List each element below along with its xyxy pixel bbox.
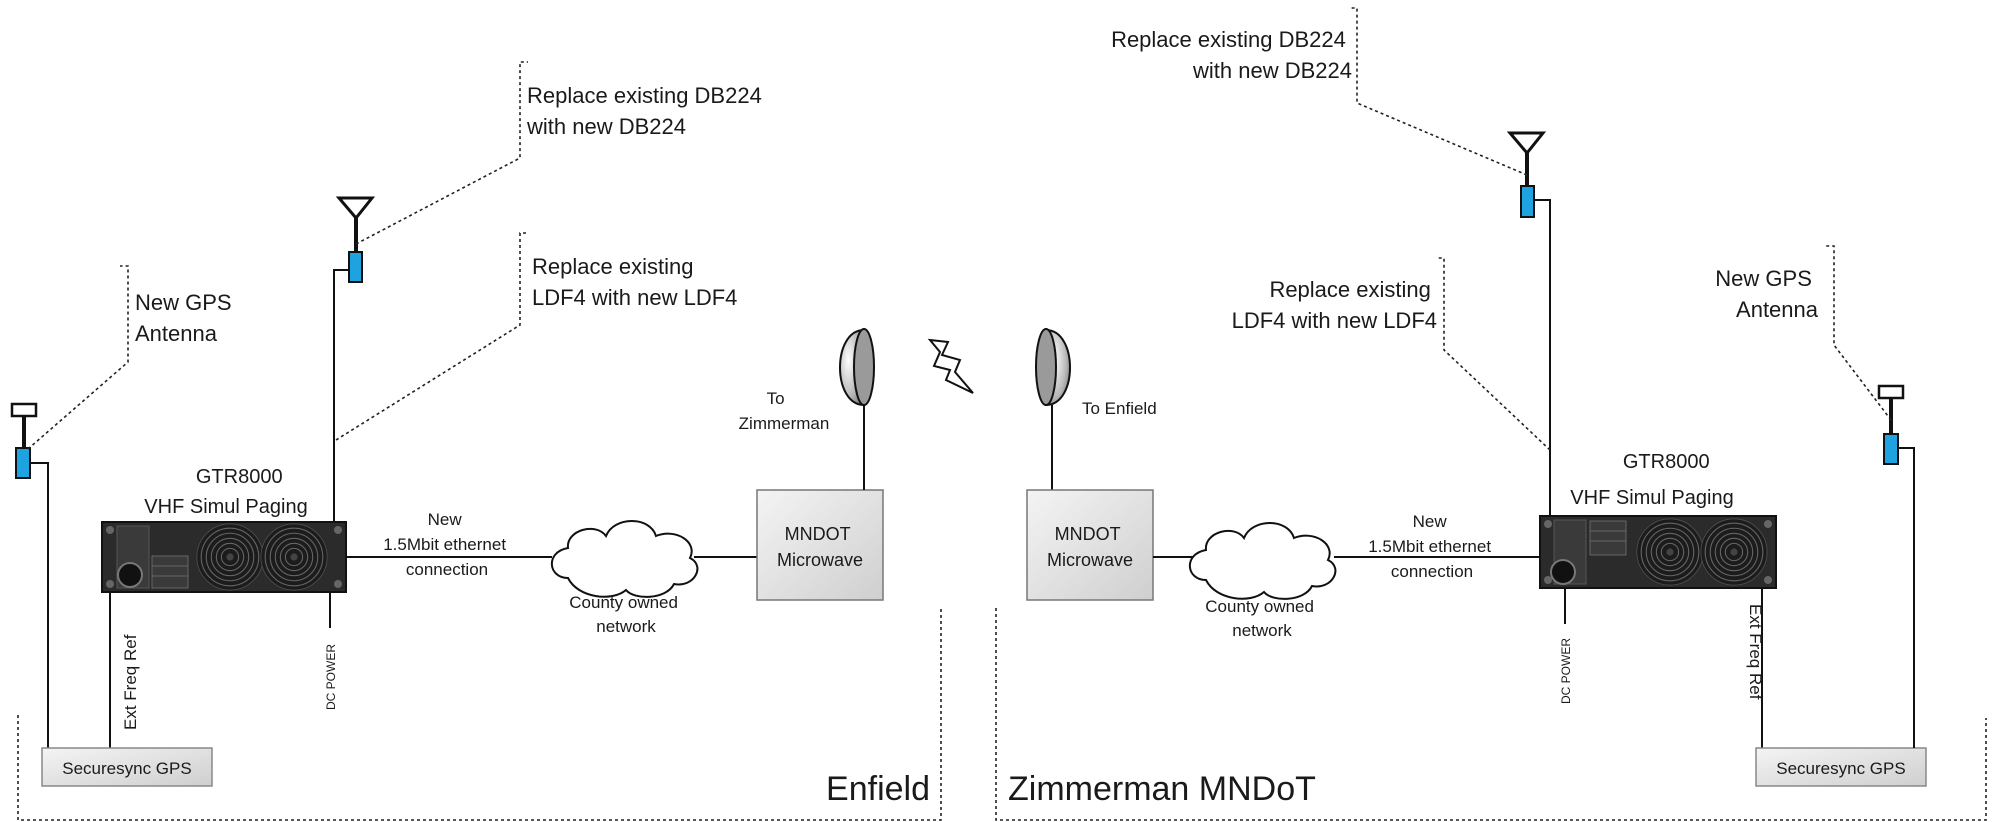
- transmitter-icon: [1539, 515, 1777, 589]
- enfield-boundary: [17, 608, 942, 821]
- zimmerman-dc-power: DC POWER: [1559, 638, 1573, 704]
- cloud-icon: [550, 520, 699, 598]
- enfield-microwave-box: [756, 489, 884, 601]
- gps-antenna-icon: [10, 402, 49, 748]
- transmitter-icon: [101, 521, 347, 593]
- enfield-db224-note: Replace existing DB224 with new DB224: [526, 83, 768, 139]
- dish-antenna-icon: [839, 328, 875, 407]
- enfield-site: Enfield New GPS Antenna Replace existing…: [10, 61, 942, 821]
- zimmerman-site-label: Zimmerman MNDoT: [1008, 770, 1316, 808]
- enfield-gps-box: [41, 747, 213, 787]
- zimmerman-network-label: County owned network: [1205, 597, 1318, 640]
- yagi-antenna-icon: [333, 196, 376, 522]
- cloud-icon: [1188, 522, 1337, 600]
- enfield-ethernet-label: New 1.5Mbit ethernet connection: [383, 510, 511, 579]
- enfield-ldf4-note: Replace existing LDF4 with new LDF4: [532, 254, 737, 310]
- dish-antenna-icon: [1035, 328, 1071, 407]
- zimmerman-ethernet-label: New 1.5Mbit ethernet connection: [1368, 512, 1496, 581]
- svg-text:Securesync GPS: Securesync GPS: [1776, 759, 1905, 778]
- svg-text:MNDOT Microwave: MNDOT Microwave: [1047, 524, 1133, 570]
- enfield-network-label: County owned network: [569, 593, 682, 636]
- enfield-transmitter-label: GTR8000 VHF Simul Paging: [144, 466, 307, 518]
- zimmerman-site: Zimmerman MNDoT To Enfield MNDOT Microwa…: [995, 7, 1987, 821]
- enfield-dc-power: DC POWER: [324, 644, 338, 710]
- yagi-antenna-icon: [1506, 131, 1551, 516]
- zimmerman-db224-note: Replace existing DB224 with new DB224: [1111, 27, 1352, 83]
- gps-antenna-icon: [1877, 384, 1915, 748]
- enfield-gps-note: New GPS Antenna: [135, 290, 238, 346]
- enfield-ext-freq-ref: Ext Freq Ref: [121, 634, 140, 730]
- zimmerman-gps-note: New GPS Antenna: [1715, 266, 1818, 322]
- zimmerman-microwave-box: [1026, 489, 1154, 601]
- svg-text:Securesync GPS: Securesync GPS: [62, 759, 191, 778]
- zimmerman-ext-freq-ref: Ext Freq Ref: [1746, 604, 1765, 700]
- zimmerman-transmitter-label: GTR8000 VHF Simul Paging: [1570, 451, 1733, 509]
- lightning-icon: [927, 338, 974, 394]
- zimmerman-ldf4-note: Replace existing LDF4 with new LDF4: [1232, 277, 1437, 333]
- enfield-dish-label: To Zimmerman: [739, 389, 830, 433]
- svg-text:MNDOT Microwave: MNDOT Microwave: [777, 524, 863, 570]
- enfield-site-label: Enfield: [826, 770, 930, 808]
- zimmerman-dish-label: To Enfield: [1082, 399, 1157, 418]
- zimmerman-gps-box: [1755, 747, 1927, 787]
